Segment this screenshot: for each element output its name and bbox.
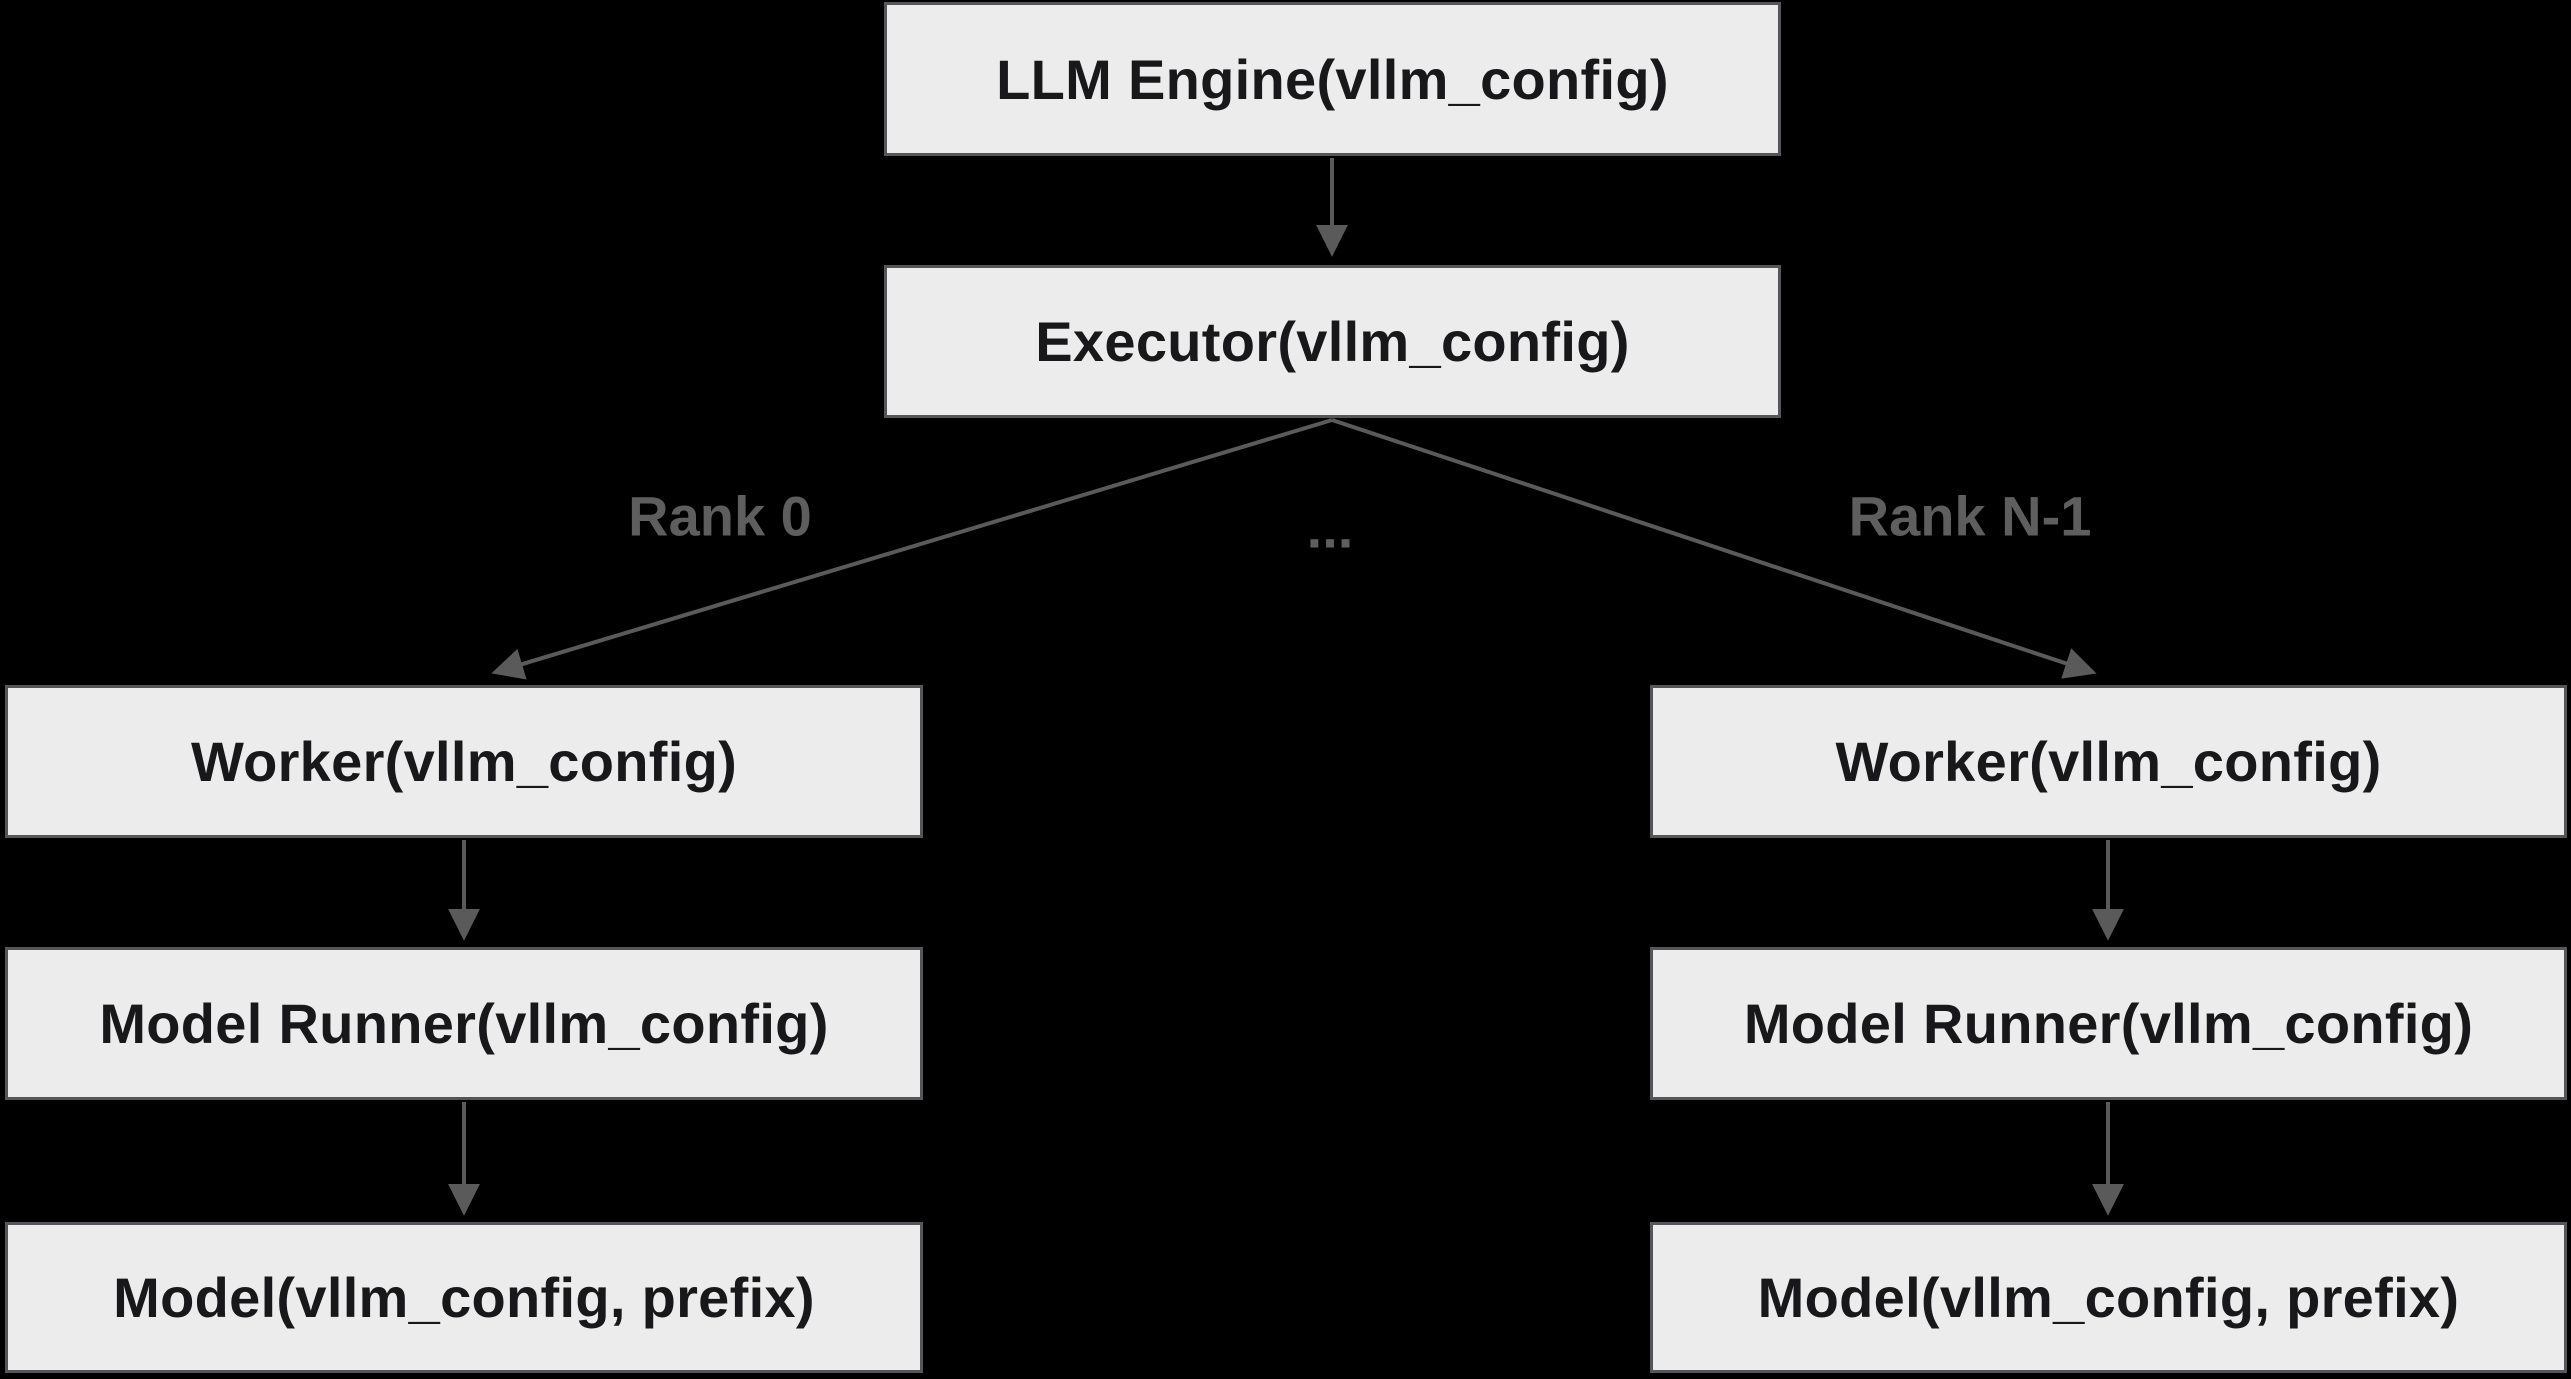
- edge-executor-to-worker-right: [1331, 418, 2097, 679]
- node-worker-rank0: Worker(vllm_config): [5, 685, 923, 838]
- node-model-runner-rank0: Model Runner(vllm_config): [5, 947, 923, 1100]
- edge-label-rank-n-1: Rank N-1: [1848, 484, 2092, 548]
- node-llm-engine: LLM Engine(vllm_config): [884, 2, 1781, 156]
- node-model-rank-n-1-label: Model(vllm_config, prefix): [1757, 1266, 2460, 1329]
- node-model-runner-rank0-label: Model Runner(vllm_config): [99, 992, 829, 1055]
- node-worker-rank-n-1: Worker(vllm_config): [1650, 685, 2567, 838]
- node-executor: Executor(vllm_config): [884, 265, 1781, 418]
- node-llm-engine-label: LLM Engine(vllm_config): [996, 47, 1669, 111]
- node-model-rank-n-1: Model(vllm_config, prefix): [1650, 1222, 2567, 1373]
- node-worker-rank-n-1-label: Worker(vllm_config): [1835, 730, 2382, 793]
- node-model-runner-rank-n-1-label: Model Runner(vllm_config): [1743, 992, 2474, 1055]
- node-worker-rank0-label: Worker(vllm_config): [190, 730, 738, 793]
- node-executor-label: Executor(vllm_config): [1035, 310, 1630, 373]
- edge-label-ellipsis: ...: [1306, 496, 1354, 560]
- node-model-runner-rank-n-1: Model Runner(vllm_config): [1650, 947, 2567, 1100]
- node-model-rank0-label: Model(vllm_config, prefix): [113, 1266, 815, 1329]
- node-model-rank0: Model(vllm_config, prefix): [5, 1222, 923, 1373]
- edge-executor-to-worker-left: [491, 418, 1333, 680]
- edge-label-rank-0: Rank 0: [628, 484, 812, 548]
